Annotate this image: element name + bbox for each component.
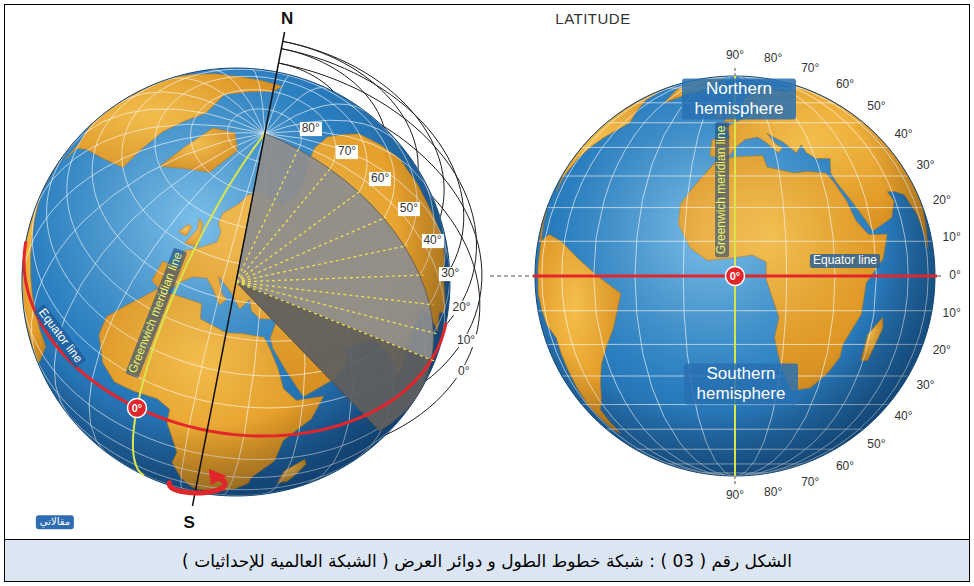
origin-point: 0° xyxy=(126,397,148,419)
watermark: مقالاتي xyxy=(36,515,74,529)
latitude-ray xyxy=(236,282,435,361)
latitude-degree: 0° xyxy=(456,365,471,379)
latitude-ray xyxy=(236,282,433,305)
rotation-arrow-head xyxy=(209,469,227,485)
pole-letter: S xyxy=(181,513,196,533)
latitude-degree: 50° xyxy=(865,438,887,452)
latitude-degree: 60° xyxy=(369,172,391,186)
equator-label: Equator line xyxy=(810,254,880,268)
figure-frame xyxy=(5,5,970,541)
latitude-degree: 80° xyxy=(762,52,784,66)
meridian-label: Greenwich meridian line xyxy=(125,248,187,379)
latitude-degree: 20° xyxy=(931,194,953,208)
latitude-ray xyxy=(236,217,387,282)
hemisphere-label: Northern hemisphere xyxy=(682,78,796,119)
latitude-degree: 40° xyxy=(892,128,914,142)
equator-line xyxy=(24,241,446,436)
latitude-ray xyxy=(236,191,361,282)
latitude-degree: 40° xyxy=(421,234,443,248)
latitude-degree: 50° xyxy=(398,202,420,216)
latitude-degree: 80° xyxy=(762,486,784,500)
cutaway-plane xyxy=(236,133,433,359)
latitude-degree: 40° xyxy=(892,411,914,425)
latitude-degree: 10° xyxy=(455,334,477,348)
latitude-ray xyxy=(236,275,423,282)
latitude-degree: 20° xyxy=(450,301,472,315)
latitude-degree: 90° xyxy=(724,489,746,503)
hemisphere-label: Southern hemisphere xyxy=(684,363,798,404)
diagram-title: LATITUDE xyxy=(555,10,630,27)
pole-letter: N xyxy=(279,9,295,29)
latitude-degree: 70° xyxy=(336,145,358,159)
latitude-degree: 70° xyxy=(799,476,821,490)
latitude-degree: 10° xyxy=(941,231,963,245)
origin-label: 0° xyxy=(730,270,741,282)
latitude-degree: 20° xyxy=(931,344,953,358)
origin-label: 0° xyxy=(132,402,143,414)
latitude-degree: 30° xyxy=(439,267,461,281)
figure-caption: الشكل رقم ( 03 ) : شبكة خطوط الطول و دوا… xyxy=(182,551,792,571)
latitude-ray xyxy=(236,147,300,282)
origin-point: 0° xyxy=(724,265,746,287)
latitude-degree: 70° xyxy=(799,62,821,76)
front-globe xyxy=(490,68,943,484)
latitude-degree: 30° xyxy=(914,379,936,393)
equator-label: Equator line xyxy=(33,304,86,368)
latitude-degree: 80° xyxy=(300,122,322,136)
origin-circle-shape xyxy=(128,398,147,417)
latitude-degree: 90° xyxy=(724,49,746,63)
origin-circle-shape xyxy=(726,267,745,286)
latitude-rays xyxy=(236,147,437,362)
latitude-degree: 30° xyxy=(914,159,936,173)
latitude-degree: 60° xyxy=(834,460,856,474)
latitude-ray xyxy=(236,167,332,282)
caption-box: الشكل رقم ( 03 ) : شبكة خطوط الطول و دوا… xyxy=(4,539,970,582)
latitude-degree: 60° xyxy=(834,79,856,93)
latitude-degree: 50° xyxy=(865,101,887,115)
equator-extension xyxy=(490,275,943,277)
latitude-ray xyxy=(236,282,437,334)
latitude-degree: 0° xyxy=(947,269,962,283)
tilted-globe xyxy=(22,32,482,506)
meridian-label: Greenwich meridian line xyxy=(715,123,729,258)
latitude-degree: 10° xyxy=(941,307,963,321)
earth-axis xyxy=(192,32,284,506)
